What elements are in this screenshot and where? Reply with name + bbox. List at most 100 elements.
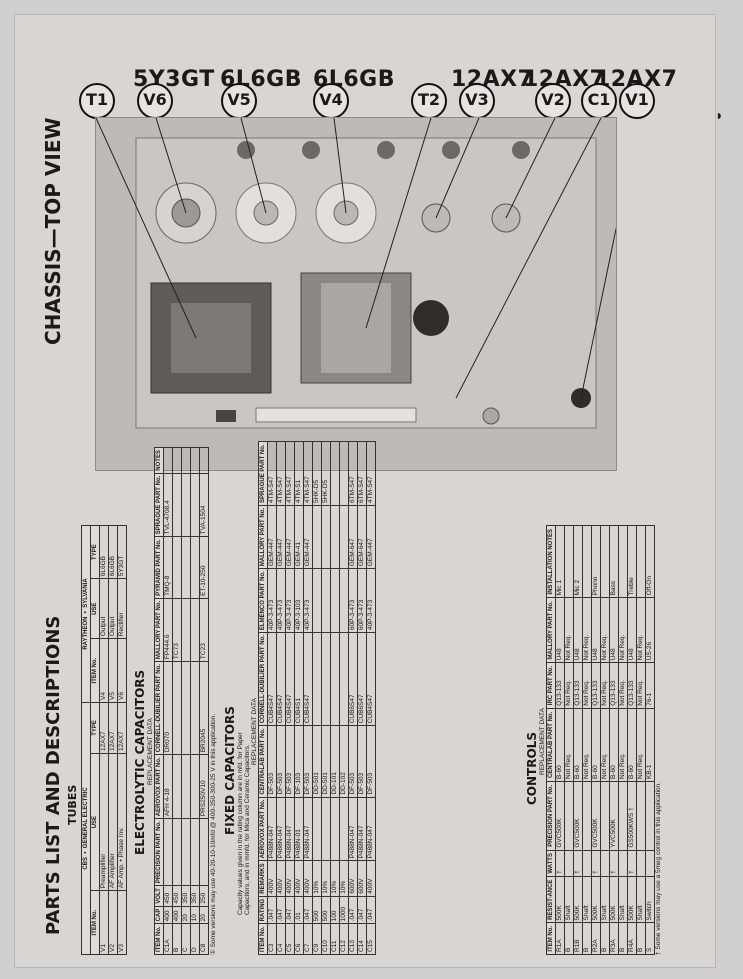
controls-cell: Not Req. [582, 597, 592, 663]
controls-footnote: † Some versions may use a 5meg control i… [655, 781, 662, 955]
chassis-drawing [96, 118, 616, 470]
electrolytic-cell: FP444.6 [163, 598, 173, 662]
controls-cell: R3A [609, 923, 619, 955]
controls-cell: R1A [555, 923, 565, 955]
electrolytic-cell [181, 661, 191, 755]
controls-cell [564, 781, 574, 851]
tubes-header: USE [90, 753, 100, 891]
fixed-cell: C7 [303, 923, 313, 955]
fixed-cell [321, 505, 331, 569]
fixed-cell: CUB6S47 [348, 632, 358, 726]
fixed-cell: .047 [348, 896, 358, 924]
controls-cell: Mic 1 [555, 525, 565, 598]
tubes-cell: 12AX7 [99, 702, 109, 754]
controls-cell: Not Req. [582, 662, 592, 709]
controls-cell [564, 850, 574, 877]
fixed-header: MALLORY PART No. [258, 505, 268, 569]
fixed-cell [321, 797, 331, 861]
fixed-cell: 10% [321, 860, 331, 897]
tubes-header: ITEM No. [90, 890, 100, 955]
document-sheet: 5Y3GT 6L6GB 6L6GB 12AX7 12AX7 12AX7 T1 V… [14, 14, 723, 968]
fixed-cell: CUB4S47 [366, 632, 376, 726]
fixed-cell: CUB4S1 [294, 632, 304, 726]
fixed-cell: 5HK-D5 [321, 441, 331, 506]
fixed-cell: 10% [312, 860, 322, 897]
fixed-cell: C9 [312, 923, 322, 955]
fixed-cell: DD-101 [330, 725, 340, 798]
fixed-cell [312, 568, 322, 633]
fixed-header: CORNELL-DUBILIER PART No. [258, 632, 268, 726]
electrolytic-cell: 400 [163, 906, 173, 924]
controls-cell [600, 781, 610, 851]
fixed-cell [312, 797, 322, 861]
controls-cell: † [555, 850, 565, 877]
fixed-cell [339, 797, 349, 861]
fixed-cell [330, 441, 340, 506]
fixed-cell: CUB4S47 [267, 632, 277, 726]
controls-cell: Not Req. [636, 597, 646, 663]
controls-cell [564, 525, 574, 598]
fixed-cell: GEM-41 [294, 505, 304, 569]
electrolytic-cell: ET-10-250 [199, 536, 209, 599]
controls-cell: Not Req. [618, 597, 628, 663]
tubes-header: USE [90, 578, 100, 639]
fixed-cell: GEM-447 [303, 505, 313, 569]
fixed-cell: 4TM-S47 [285, 441, 295, 506]
fixed-cell [330, 797, 340, 861]
fixed-cell: .047 [303, 896, 313, 924]
fixed-cell: DF-503 [303, 725, 313, 798]
tubes-header: TYPE [90, 525, 100, 579]
electrolytic-cell: 10 [190, 906, 200, 924]
fixed-cell: C5 [285, 923, 295, 955]
fixed-cell: .047 [285, 896, 295, 924]
fixed-cell: DF-503 [276, 725, 286, 798]
controls-cell: 500K [591, 876, 601, 923]
controls-cell [582, 850, 592, 877]
fixed-cell: GEM-447 [285, 505, 295, 569]
controls-cell: U48 [627, 597, 637, 663]
fixed-cell [321, 568, 331, 633]
fixed-cell: P488N-047 [357, 797, 367, 861]
callout-v6: V6 [137, 83, 173, 119]
electrolytic-cell [163, 818, 173, 886]
callout-v1: V1 [619, 83, 655, 119]
electrolytic-cell [199, 447, 209, 474]
fixed-cell: GEM-447 [276, 505, 286, 569]
electrolytic-cell [172, 661, 182, 755]
controls-cell: Q13-133 [555, 662, 565, 709]
controls-cell: † [609, 850, 619, 877]
controls-cell: Not Req. [600, 597, 610, 663]
fixed-cell: C3 [267, 923, 277, 955]
fixed-cell: 600V [357, 860, 367, 897]
controls-cell: 500K [555, 876, 565, 923]
electrolytic-cell [181, 536, 191, 599]
electrolytic-cell: TC73 [172, 598, 182, 662]
fixed-cell: DF-103 [294, 725, 304, 798]
fixed-cell: C14 [357, 923, 367, 955]
controls-sub: REPLACEMENT DATA [539, 708, 546, 775]
fixed-header: REMARKS [258, 860, 268, 897]
fixed-cell: GEM-447 [366, 505, 376, 569]
fixed-cell [339, 632, 349, 726]
fixed-cell: CUB4S47 [276, 632, 286, 726]
fixed-cell: 400V [366, 860, 376, 897]
fixed-cell: 100 [330, 896, 340, 924]
controls-cell: Shaft [636, 876, 646, 923]
electrolytic-cell [190, 447, 200, 474]
fixed-header: AEROVOX PART No. [258, 797, 268, 861]
fixed-cell [312, 505, 322, 569]
controls-cell: B [582, 923, 592, 955]
electrolytic-cell: 350 [181, 885, 191, 907]
controls-cell [618, 850, 628, 877]
electrolytic-cell: BR2045 [199, 661, 209, 755]
electrolytic-cell: TVL-4708.4 [163, 473, 173, 537]
controls-cell [618, 525, 628, 598]
electrolytic-cell [172, 754, 182, 819]
tubes-cell: V2 [108, 890, 118, 955]
